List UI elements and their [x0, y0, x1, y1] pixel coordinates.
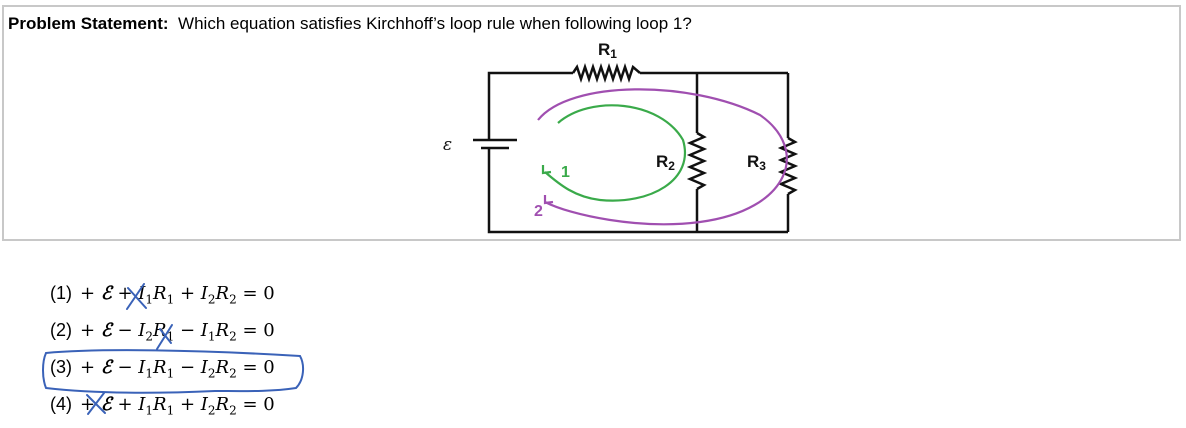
equation-term: R: [215, 320, 230, 341]
equation-term: R: [153, 283, 167, 304]
equation-subscript: 1: [207, 329, 216, 344]
equation-term: +: [80, 357, 101, 378]
equation-term: +: [80, 320, 101, 341]
equation-term: R: [215, 283, 230, 304]
circuit-diagram: ε R1 R2 R3 1 2: [443, 40, 799, 234]
equation-term: −: [174, 357, 201, 378]
equation-number: (3): [50, 357, 72, 377]
equation-term: ℰ: [100, 283, 112, 304]
problem-statement: Problem Statement: Which equation satisf…: [8, 14, 692, 34]
equation-subscript: 2: [145, 329, 154, 344]
r3-label: R3: [747, 152, 766, 173]
equation-term: −: [111, 320, 139, 341]
emf-label: ε: [443, 135, 452, 155]
equation-term: = 0: [236, 320, 275, 341]
wire-bottom: [487, 148, 788, 234]
equation-subscript: 2: [207, 292, 216, 307]
equation-term: −: [111, 357, 139, 378]
equation-term: I: [200, 320, 208, 341]
equation-term: I: [138, 394, 146, 415]
equation-term: +: [80, 283, 101, 304]
equation-number: (1): [50, 283, 72, 303]
equation-subscript: 2: [229, 329, 237, 344]
equation-subscript: 1: [145, 403, 154, 418]
equation-number: (2): [50, 320, 72, 340]
wire-left: [487, 71, 573, 140]
equation-choice-4: (4)+ ℰ + I1R1 + I2R2 = 0: [50, 394, 275, 418]
equation-term: = 0: [236, 394, 275, 415]
problem-question: Which equation satisfies Kirchhoff’s loo…: [178, 14, 692, 33]
equation-subscript: 2: [229, 366, 237, 381]
equation-subscript: 2: [229, 292, 237, 307]
r1-label: R1: [598, 40, 617, 61]
equation-term: = 0: [236, 357, 275, 378]
equation-subscript: 1: [166, 403, 175, 418]
loop-2-arc: [537, 88, 788, 226]
equation-term: = 0: [236, 283, 275, 304]
equation-term: +: [80, 394, 101, 415]
r3-letter: R: [747, 152, 759, 171]
equation-term: I: [200, 357, 208, 378]
r2-letter: R: [656, 152, 668, 171]
equation-term: ℰ: [100, 320, 112, 341]
equation-choice-1: (1)+ ℰ + I1R1 + I2R2 = 0: [50, 283, 275, 307]
equation-subscript: 2: [207, 403, 216, 418]
equation-choice-3: (3)+ ℰ − I1R1 − I2R2 = 0: [50, 357, 275, 381]
equation-term: R: [153, 357, 167, 378]
equation-subscript: 2: [229, 403, 237, 418]
loop-2-arrowhead: [543, 195, 554, 205]
r1-subscript: 1: [610, 47, 617, 61]
equation-term: I: [200, 394, 208, 415]
equation-subscript: 2: [207, 366, 216, 381]
loop-1-arrowhead: [541, 165, 552, 175]
equation-term: R: [215, 357, 230, 378]
equation-subscript: 1: [145, 366, 154, 381]
loop-2-label: 2: [534, 203, 543, 220]
equation-number: (4): [50, 394, 72, 414]
resistor-r2: [686, 131, 708, 191]
equation-term: +: [111, 394, 139, 415]
equation-term: R: [153, 320, 167, 341]
equation-term: I: [138, 320, 146, 341]
resistor-r3: [777, 136, 799, 196]
equation-term: R: [215, 394, 230, 415]
equation-term: +: [174, 394, 201, 415]
equation-term: −: [174, 320, 201, 341]
equation-term: +: [174, 283, 201, 304]
loop-1-label: 1: [561, 164, 570, 181]
problem-box: [2, 5, 1181, 241]
equation-term: R: [153, 394, 167, 415]
equation-subscript: 1: [145, 292, 154, 307]
r2-label: R2: [656, 152, 675, 173]
equation-term: +: [111, 283, 139, 304]
equation-term: ℰ: [100, 357, 112, 378]
r2-subscript: 2: [668, 159, 675, 173]
equation-term: ℰ: [100, 394, 112, 415]
loop-1-arc: [544, 104, 686, 202]
equation-subscript: 1: [166, 292, 175, 307]
equation-term: I: [200, 283, 208, 304]
problem-label: Problem Statement:: [8, 14, 169, 33]
r1-letter: R: [598, 40, 610, 59]
equation-choice-2: (2)+ ℰ − I2R1 − I1R2 = 0: [50, 320, 275, 344]
resistor-r1: [571, 63, 641, 83]
r3-subscript: 3: [759, 159, 766, 173]
